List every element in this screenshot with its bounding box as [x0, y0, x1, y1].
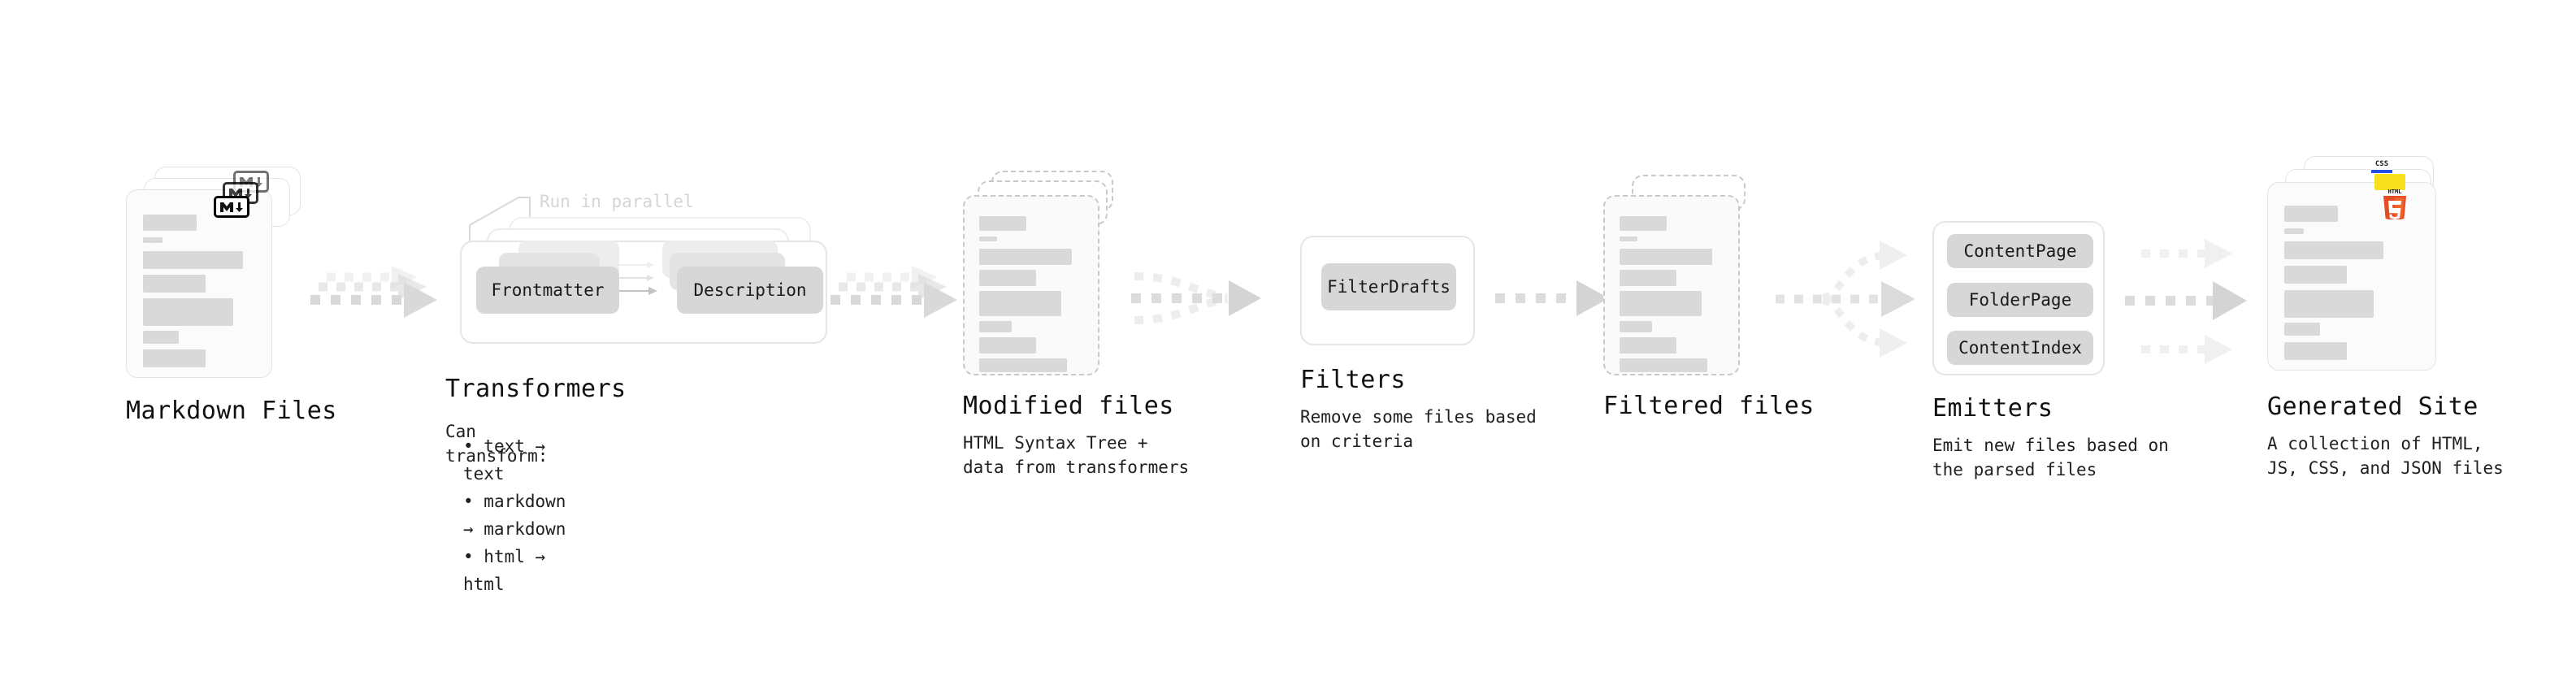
arrow-modified-to-filters [1131, 272, 1261, 324]
stage-heading-generated-site: Generated Site [2267, 393, 2478, 421]
arrow-transformers-to-modified [830, 266, 957, 318]
markdown-icon [214, 196, 249, 218]
css-icon: CSS [2371, 161, 2392, 173]
transformer-item-description[interactable]: Description [677, 267, 823, 314]
stage-heading-modified-files: Modified files [963, 392, 1174, 420]
run-in-parallel-bracket [469, 197, 531, 243]
document-card-html [2267, 182, 2436, 371]
stage-heading-transformers: Transformers [445, 375, 627, 403]
document-card-front [963, 195, 1099, 375]
stage-emitters: ContentPage FolderPage ContentIndex Emit… [1932, 221, 2169, 483]
transformer-inner-arrows [618, 262, 657, 295]
filtered-file-stack [1603, 175, 1778, 378]
arrow-markdown-to-transformers [310, 266, 437, 318]
stage-generated-site: CSS HTML Generated Site A collection of … [2267, 156, 2504, 481]
emitters-box: ContentPage FolderPage ContentIndex [1932, 221, 2105, 375]
stage-filters: FilterDrafts Filters Remove some files b… [1300, 236, 1537, 454]
filter-item-filterdrafts[interactable]: FilterDrafts [1321, 263, 1456, 310]
arrow-filters-to-filtered [1495, 280, 1609, 316]
svg-text:HTML: HTML [2388, 189, 2402, 195]
transformer-item-frontmatter[interactable]: Frontmatter [476, 267, 619, 314]
stage-subtext-transformers: Can transform: [445, 422, 549, 466]
run-in-parallel-label: Run in parallel [540, 192, 694, 211]
stage-heading-markdown-files: Markdown Files [126, 397, 337, 425]
document-card-front [126, 189, 272, 378]
markdown-file-stack [126, 167, 301, 378]
stage-subtext-modified-files: HTML Syntax Tree + data from transformer… [963, 433, 1190, 478]
stage-filtered-files: Filtered files [1603, 175, 1815, 419]
bullet-html-html: • html → html [463, 547, 546, 595]
filters-box: FilterDrafts [1300, 236, 1475, 345]
transformer-bullet-list: • text → text • markdown → markdown • ht… [463, 432, 566, 598]
stage-subtext-generated-site: A collection of HTML, JS, CSS, and JSON … [2267, 434, 2504, 479]
bullet-markdown-markdown: • markdown → markdown [463, 492, 566, 540]
emitter-item-contentindex[interactable]: ContentIndex [1947, 331, 2093, 365]
stage-markdown-files: Markdown Files [126, 167, 337, 424]
modified-file-stack [963, 171, 1138, 378]
bullet-label-0: text → text [463, 436, 546, 484]
html5-icon: HTML [2381, 187, 2409, 219]
bullet-text-text: • text → text [463, 436, 546, 484]
js-icon [2374, 174, 2405, 190]
emitter-item-contentpage[interactable]: ContentPage [1947, 234, 2093, 268]
document-card-front [1603, 195, 1740, 375]
stage-subtext-filters: Remove some files based on criteria [1300, 407, 1537, 452]
emitter-item-folderpage[interactable]: FolderPage [1947, 283, 2093, 317]
stage-heading-filters: Filters [1300, 366, 1406, 394]
stage-subtext-emitters: Emit new files based on the parsed files [1932, 436, 2169, 480]
stage-modified-files: Modified files HTML Syntax Tree + data f… [963, 171, 1189, 480]
arrow-filtered-to-emitters [1776, 241, 1915, 358]
arrow-emitters-to-site [2125, 239, 2247, 364]
bullet-label-2: html → html [463, 547, 546, 595]
stage-heading-filtered-files: Filtered files [1603, 392, 1815, 420]
stage-heading-emitters: Emitters [1932, 394, 2053, 423]
generated-file-stack: CSS HTML [2267, 156, 2454, 375]
bullet-label-1: markdown → markdown [463, 492, 566, 540]
